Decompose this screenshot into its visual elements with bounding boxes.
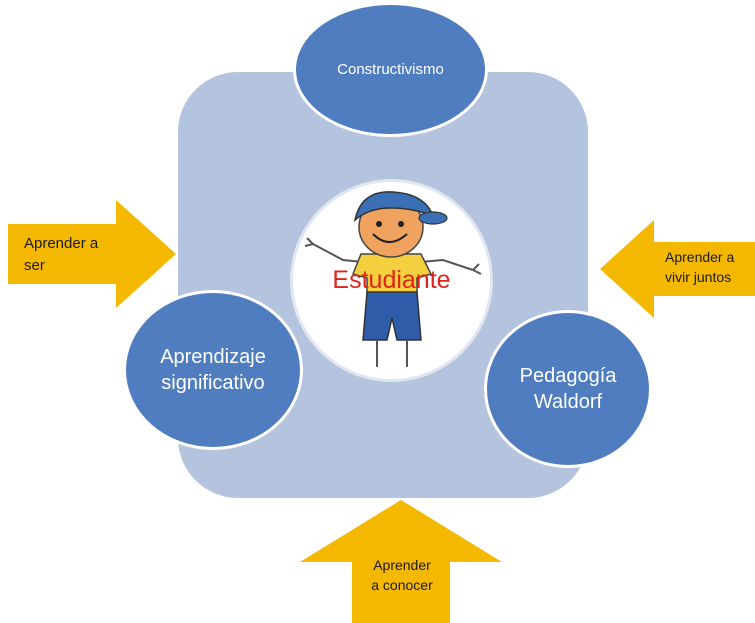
node-left-label-line1: Aprendizaje bbox=[160, 346, 266, 368]
node-right-label-line2: Waldorf bbox=[533, 391, 603, 413]
arrow-left-label-line2: ser bbox=[24, 256, 45, 274]
arrow-up-icon bbox=[300, 500, 502, 623]
arrow-right-icon bbox=[8, 200, 176, 308]
student-label: Estudiante bbox=[332, 266, 451, 294]
arrow-left-label-line1: Aprender a bbox=[24, 235, 99, 252]
student-circle: Estudiante bbox=[293, 182, 490, 379]
node-constructivismo-label: Constructivismo bbox=[337, 61, 444, 78]
arrow-right-label: Aprender a vivir juntos bbox=[665, 247, 755, 288]
node-aprendizaje-significativo: Aprendizaje significativo bbox=[123, 290, 303, 450]
arrow-left-icon bbox=[600, 220, 755, 318]
node-pedagogia-waldorf: Pedagogía Waldorf bbox=[484, 310, 652, 468]
node-constructivismo: Constructivismo bbox=[293, 2, 488, 137]
arrow-right-label-line2: vivir juntos bbox=[665, 269, 732, 286]
arrow-bottom-label-line2: a conocer bbox=[371, 577, 433, 594]
child-drawing-icon bbox=[304, 191, 482, 367]
node-right-label-line1: Pedagogía bbox=[519, 365, 617, 387]
arrow-left-label: Aprender a ser bbox=[24, 233, 144, 277]
arrow-bottom-label: Aprender a conocer bbox=[352, 555, 452, 596]
node-left-label-line2: significativo bbox=[161, 372, 265, 394]
arrow-bottom-label-line1: Aprender bbox=[373, 557, 431, 573]
arrow-right-label-line1: Aprender a bbox=[665, 249, 735, 265]
